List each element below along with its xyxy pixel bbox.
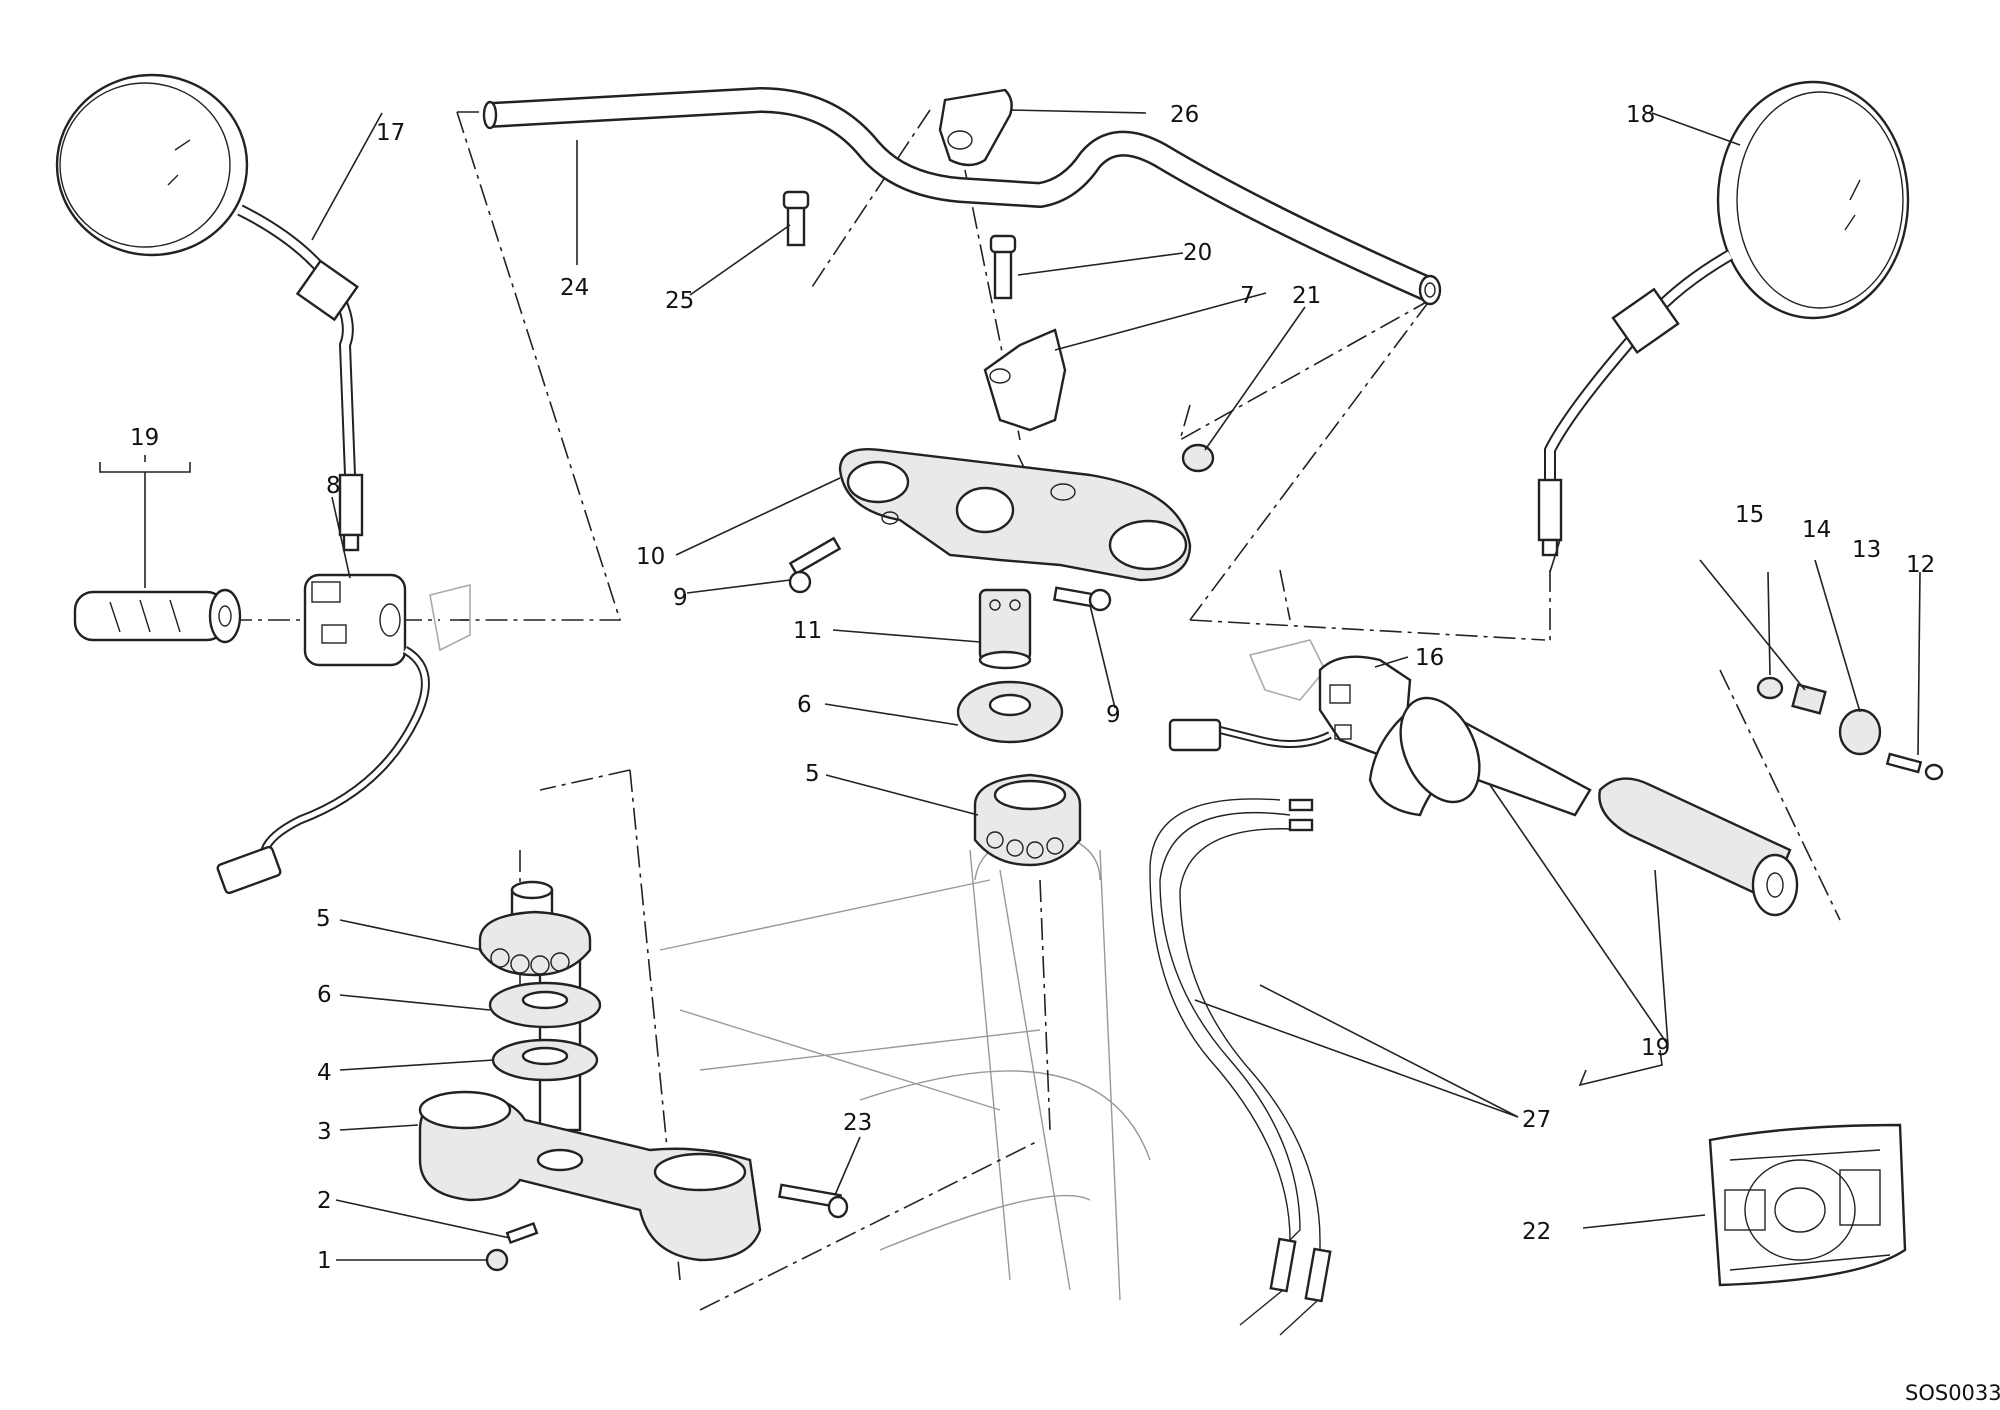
callout-8: 8 — [326, 473, 341, 499]
right-grip — [1598, 777, 1799, 917]
callout-2: 2 — [317, 1188, 332, 1214]
callout-22: 22 — [1522, 1219, 1551, 1245]
callout-27: 27 — [1522, 1107, 1551, 1133]
callout-3: 3 — [317, 1119, 332, 1145]
callout-19-left: 19 — [130, 425, 159, 451]
bolt-20 — [989, 234, 1017, 300]
inset-detail — [1708, 1123, 1907, 1287]
drawing-code: SOS00330 — [1905, 1381, 2000, 1405]
callout-9-left: 9 — [673, 585, 688, 611]
bar-end-parts — [1756, 676, 1944, 781]
callout-15: 15 — [1735, 502, 1764, 528]
callout-6-lower: 6 — [317, 982, 332, 1008]
callout-6-upper: 6 — [797, 692, 812, 718]
handlebar — [482, 86, 1442, 306]
callout-20: 20 — [1183, 240, 1212, 266]
left-switch — [216, 573, 430, 895]
steering-nut — [978, 588, 1032, 670]
upper-clamp-26 — [938, 88, 1013, 167]
callout-25: 25 — [665, 288, 694, 314]
callout-21: 21 — [1292, 283, 1321, 309]
callout-1: 1 — [317, 1248, 332, 1274]
lower-clamp-7 — [983, 328, 1067, 432]
callout-13: 13 — [1852, 537, 1881, 563]
nut-1 — [485, 1248, 509, 1272]
callout-12: 12 — [1906, 552, 1935, 578]
bolt-25 — [782, 190, 810, 247]
bolt-9-left — [788, 536, 842, 594]
left-mirror — [55, 73, 364, 552]
bolt-23 — [778, 1183, 849, 1219]
upper-bearing — [973, 773, 1082, 867]
callout-9-right: 9 — [1106, 702, 1121, 728]
callout-24: 24 — [560, 275, 589, 301]
callout-18: 18 — [1626, 102, 1655, 128]
callout-7: 7 — [1240, 283, 1255, 309]
lower-bearing — [478, 910, 592, 977]
throttle-body — [1368, 696, 1592, 817]
callout-10: 10 — [636, 544, 665, 570]
screw-2 — [505, 1221, 539, 1245]
right-switch — [1168, 655, 1412, 757]
callout-17: 17 — [376, 120, 405, 146]
nut-21 — [1181, 443, 1215, 473]
left-grip — [73, 588, 242, 644]
callout-26: 26 — [1170, 102, 1199, 128]
callout-5-lower: 5 — [316, 906, 331, 932]
throttle-cables — [1149, 798, 1332, 1336]
dust-seal-4 — [491, 1038, 599, 1082]
bottom-yoke — [418, 1090, 762, 1262]
callout-23: 23 — [843, 1110, 872, 1136]
callout-16: 16 — [1415, 645, 1444, 671]
top-yoke — [838, 448, 1192, 582]
leader-lines — [99, 109, 1921, 1261]
lower-washer — [488, 981, 602, 1029]
frame-outline — [659, 829, 1151, 1301]
callout-5-upper: 5 — [805, 761, 820, 787]
left-clamp-ghost — [429, 583, 471, 652]
callout-14: 14 — [1802, 517, 1831, 543]
right-mirror — [1537, 80, 1910, 557]
callout-4: 4 — [317, 1060, 332, 1086]
bolt-9-right — [1052, 586, 1112, 612]
upper-washer — [956, 680, 1064, 744]
callout-11: 11 — [793, 618, 822, 644]
right-clamp-ghost — [1248, 639, 1326, 701]
callout-19-right: 19 — [1641, 1035, 1670, 1061]
callout-labels: 17 18 26 24 25 20 7 21 19 8 10 9 9 11 6 … — [130, 102, 2000, 1405]
